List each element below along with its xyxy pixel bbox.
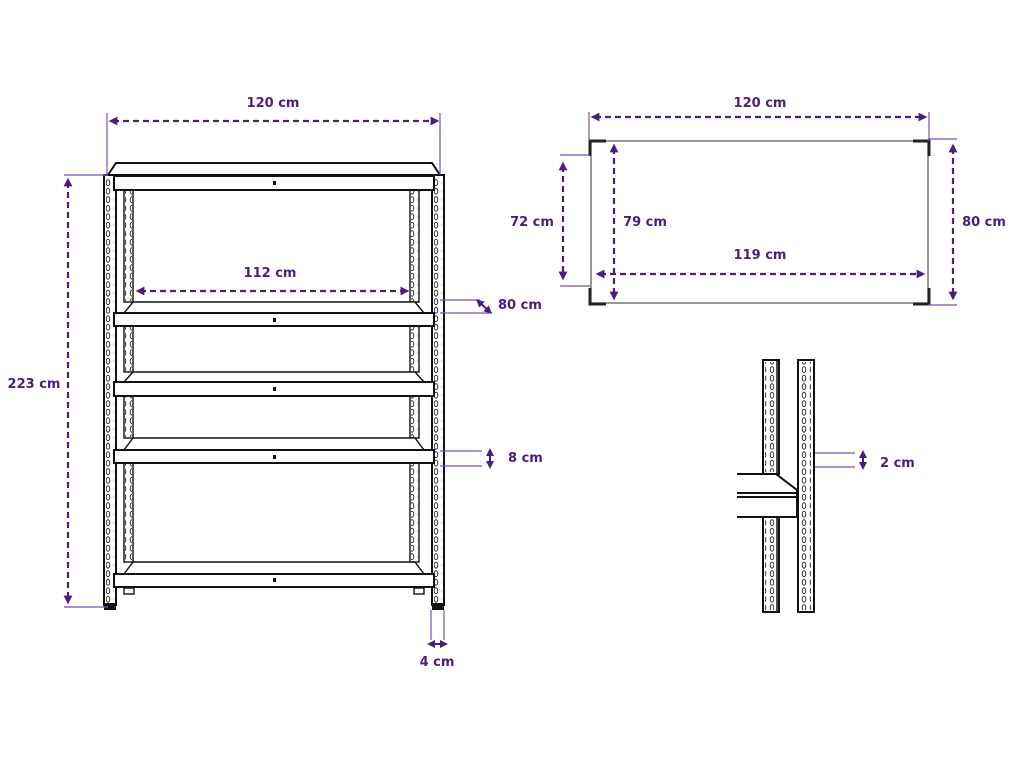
- top-inner-width-label: 119 cm: [734, 248, 787, 263]
- top-view: 120 cm 72 cm 79 cm 119 cm 80 cm: [510, 96, 1006, 306]
- top-side-depth-label: 72 cm: [510, 215, 554, 230]
- shelves: [113, 175, 435, 588]
- front-view: 120 cm 223 cm 112 cm 80 cm 8 cm 4 cm: [8, 96, 543, 670]
- front-height-label: 223 cm: [8, 377, 61, 392]
- upright-width-label: 4 cm: [420, 655, 455, 670]
- top-outer-depth-label: 80 cm: [962, 215, 1006, 230]
- hole-spacing-label: 2 cm: [880, 456, 915, 471]
- shelf-height-label: 8 cm: [508, 451, 543, 466]
- right-foot: [432, 603, 444, 610]
- front-depth-label: 80 cm: [498, 298, 542, 313]
- detail-view: 2 cm: [737, 359, 915, 613]
- left-foot: [104, 603, 116, 610]
- front-width-label: 120 cm: [247, 96, 300, 111]
- top-width-label: 120 cm: [734, 96, 787, 111]
- detail-shelf: [737, 473, 798, 518]
- front-inner-width-label: 112 cm: [244, 266, 297, 281]
- top-inner-depth-label: 79 cm: [623, 215, 667, 230]
- inner-uprights: [123, 189, 420, 563]
- top-shelf-edge: [106, 162, 442, 176]
